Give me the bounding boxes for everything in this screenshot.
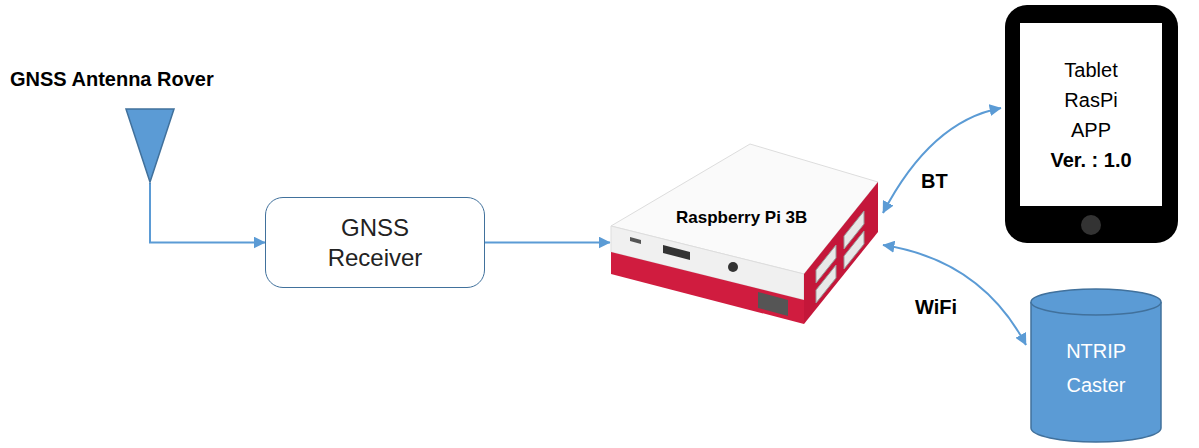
connector-arrow [883, 245, 1026, 345]
usb-port [816, 265, 836, 303]
device-node: Raspberry Pi 3B [608, 140, 880, 325]
tablet-screen: Tablet RasPi APPVer. : 1.0 [1020, 23, 1162, 206]
tablet-device: Tablet RasPi APPVer. : 1.0 [1005, 5, 1178, 243]
raspberry-pi-case [608, 140, 880, 325]
edge-label: BT [918, 170, 951, 193]
receiver-label: GNSS Receiver [328, 213, 423, 273]
antenna-triangle [126, 109, 174, 182]
micro-usb-port [630, 237, 641, 244]
connector-arrow [883, 108, 1001, 213]
usb-port [844, 231, 864, 269]
app-label: Tablet RasPi APP [1064, 55, 1117, 145]
cylinder-top [1031, 289, 1161, 315]
cylinder-body [1031, 302, 1161, 442]
antenna-symbol [125, 108, 175, 183]
audio-jack [728, 262, 738, 272]
connector-arrow [150, 183, 265, 243]
database-node: NTRIP Caster [1030, 288, 1162, 443]
antenna-node: GNSS Antenna Rover [10, 68, 272, 183]
process-box: GNSS Receiver [265, 197, 485, 288]
antenna-label: GNSS Antenna Rover [10, 68, 214, 91]
hdmi-port [663, 245, 690, 260]
ethernet-port [758, 292, 788, 316]
caster-label: NTRIP Caster [1066, 334, 1126, 402]
home-button [1081, 215, 1101, 235]
case-side [804, 182, 878, 324]
case-band [611, 252, 804, 324]
edge-label: WiFi [912, 296, 960, 319]
connector-arrow [485, 242, 610, 244]
device-label: Raspberry Pi 3B [676, 208, 807, 228]
database-cylinder [1030, 288, 1162, 443]
version-label: Ver. : 1.0 [1050, 145, 1131, 175]
